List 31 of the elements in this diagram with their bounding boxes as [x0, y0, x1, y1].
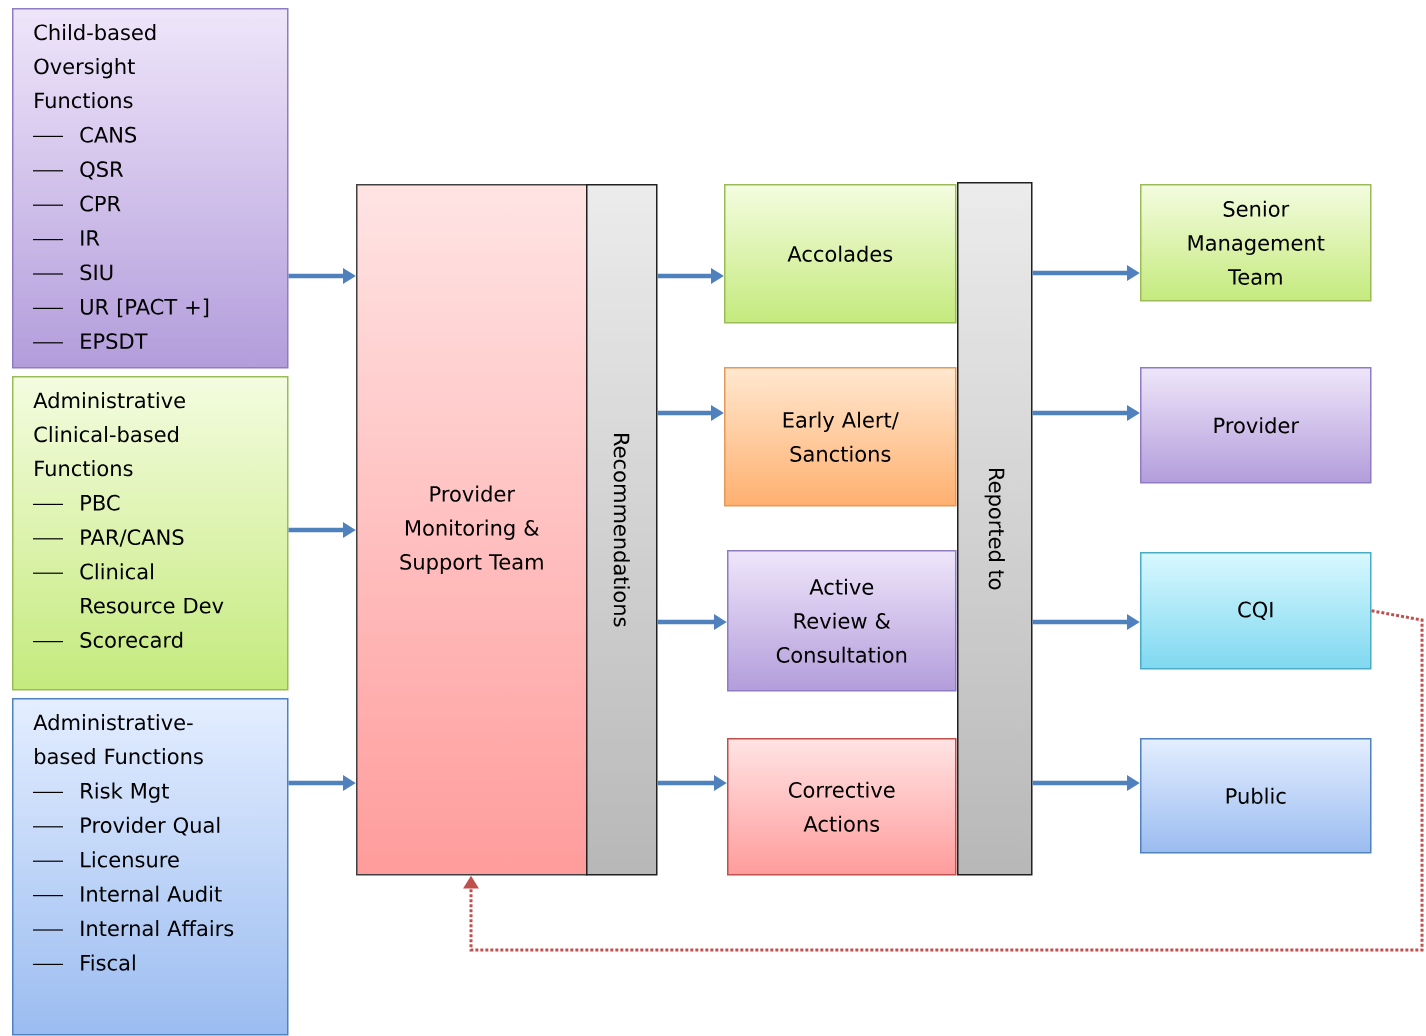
list-item: SIU: [80, 264, 113, 281]
list-item: QSR: [80, 161, 124, 180]
list-item: Fiscal: [81, 954, 135, 971]
list-item: CPR: [80, 195, 121, 212]
vertical-bar: Recommendations: [586, 184, 658, 876]
list-item: Clinical Resource Dev: [80, 563, 224, 614]
list-item: Internal Affairs: [81, 920, 234, 937]
list-item: IR: [81, 230, 100, 246]
list-item: PBC: [81, 494, 120, 511]
heading: Administrative Clinical-based Functions: [33, 392, 185, 477]
process-box: Corrective Actions: [727, 738, 957, 876]
list-item: EPSDT: [81, 333, 148, 350]
process-box: Provider: [1140, 367, 1372, 484]
process-box: Accolades: [724, 184, 957, 324]
list-item: Licensure: [81, 851, 179, 868]
list-item: CANS: [80, 126, 137, 143]
vertical-bar: Reported to: [957, 182, 1033, 876]
feedback-arrow: [463, 609, 1424, 952]
list-item: Risk Mgt: [81, 782, 169, 803]
list-item: Internal Audit: [81, 885, 222, 902]
process-box: Senior Management Team: [1140, 184, 1372, 302]
heading: Administrative-based Functions: [33, 714, 203, 765]
heading: Child-based Oversight Functions: [34, 24, 156, 109]
list-item: PAR/CANS: [81, 529, 184, 547]
list-item: Provider Qual: [81, 816, 220, 836]
process-box: Public: [1140, 738, 1372, 854]
process-box: Early Alert/ Sanctions: [724, 367, 957, 507]
process-box: Active Review & Consultation: [727, 550, 957, 692]
list-item: UR [PACT +]: [81, 298, 209, 318]
list-item: Scorecard: [80, 631, 183, 648]
process-box: CQI: [1140, 552, 1372, 670]
